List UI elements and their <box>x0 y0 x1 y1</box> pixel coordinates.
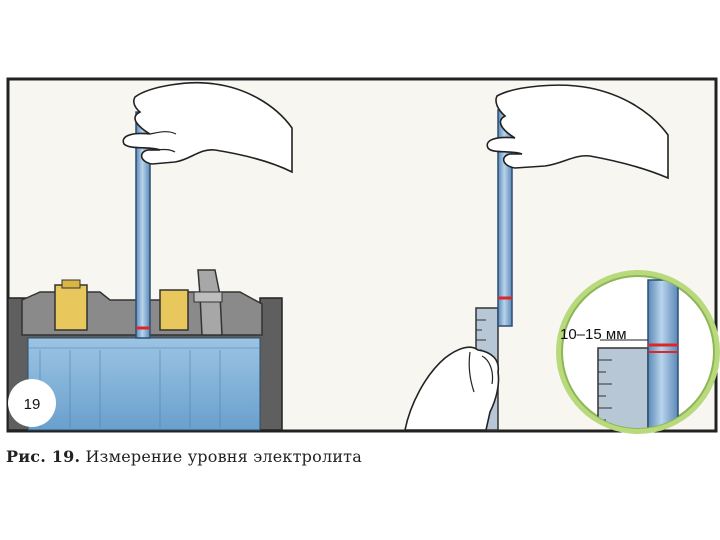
battery: 19 <box>7 81 293 431</box>
caption-text: Измерение уровня электролита <box>80 447 362 466</box>
hand-right-top <box>486 84 669 180</box>
plug-left <box>54 284 88 331</box>
zoom-measurement-label: 10–15 мм <box>560 326 627 343</box>
figure-caption: Рис. 19. Измерение уровня электролита <box>6 447 706 466</box>
plug-middle <box>159 289 189 331</box>
hand-right-bottom <box>404 346 500 431</box>
zoom-inset: 10–15 мм <box>556 270 720 434</box>
caption-figure-ref: Рис. 19. <box>6 447 81 466</box>
measurement-scene <box>404 84 669 431</box>
figure-number-badge <box>8 379 56 427</box>
electrolyte <box>27 337 261 431</box>
figure-number: 19 <box>24 396 41 413</box>
